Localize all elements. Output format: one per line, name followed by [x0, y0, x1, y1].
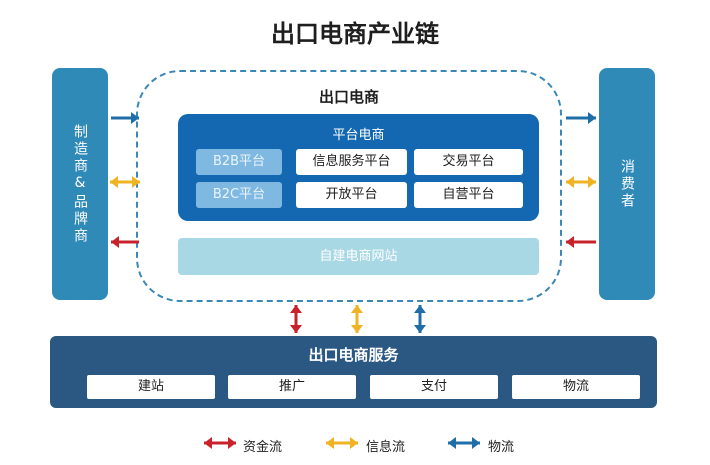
export-ecommerce-title: 出口电商 [318, 88, 379, 106]
diagram-title: 出口电商产业链 [271, 20, 439, 48]
consumer-box: 消费者 [599, 68, 655, 300]
service-site-building: 建站 [87, 375, 215, 399]
arrow-vertical-red [290, 305, 302, 333]
arrow-vertical-blue [414, 305, 426, 333]
arrow-right-yellow [566, 176, 596, 188]
arrow-vertical-yellow [351, 305, 363, 333]
platform-ecommerce-title: 平台电商 [332, 128, 385, 143]
export-services-title: 出口电商服务 [308, 346, 399, 364]
open-platform-cell: 开放平台 [296, 182, 407, 208]
self-run-platform-cell: 自营平台 [414, 182, 523, 208]
service-payment: 支付 [370, 375, 498, 399]
b2b-platform-cell: B2B平台 [196, 149, 282, 175]
service-promotion: 推广 [228, 375, 356, 399]
platform-ecommerce-box: 平台电商 B2B平台 B2C平台 信息服务平台 开放平台 交易平台 自营平台 [178, 114, 539, 221]
export-services-box: 出口电商服务 建站 推广 支付 物流 [50, 336, 657, 408]
service-logistics: 物流 [512, 375, 640, 399]
legend-arrow-capital-flow [204, 437, 236, 449]
legend-label-capital-flow: 资金流 [243, 440, 283, 455]
consumer-label: 消费者 [619, 158, 635, 210]
arrow-left-red [111, 236, 139, 248]
arrow-left-yellow [110, 176, 140, 188]
legend-label-logistics: 物流 [488, 440, 515, 455]
legend-arrow-logistics [448, 437, 480, 449]
manufacturer-brand-box: 制造商&品牌商 [52, 68, 108, 300]
manufacturer-brand-label: 制造商&品牌商 [72, 123, 88, 245]
export-ecommerce-boundary [136, 70, 562, 302]
legend-arrow-info-flow [326, 437, 358, 449]
self-built-site-box: 自建电商网站 [178, 238, 539, 275]
info-service-platform-cell: 信息服务平台 [296, 149, 407, 175]
arrow-left-blue [111, 112, 139, 124]
arrow-right-red [566, 236, 596, 248]
legend-label-info-flow: 信息流 [366, 440, 406, 455]
b2c-platform-cell: B2C平台 [196, 182, 282, 208]
trade-platform-cell: 交易平台 [414, 149, 523, 175]
arrow-right-blue [566, 112, 596, 124]
